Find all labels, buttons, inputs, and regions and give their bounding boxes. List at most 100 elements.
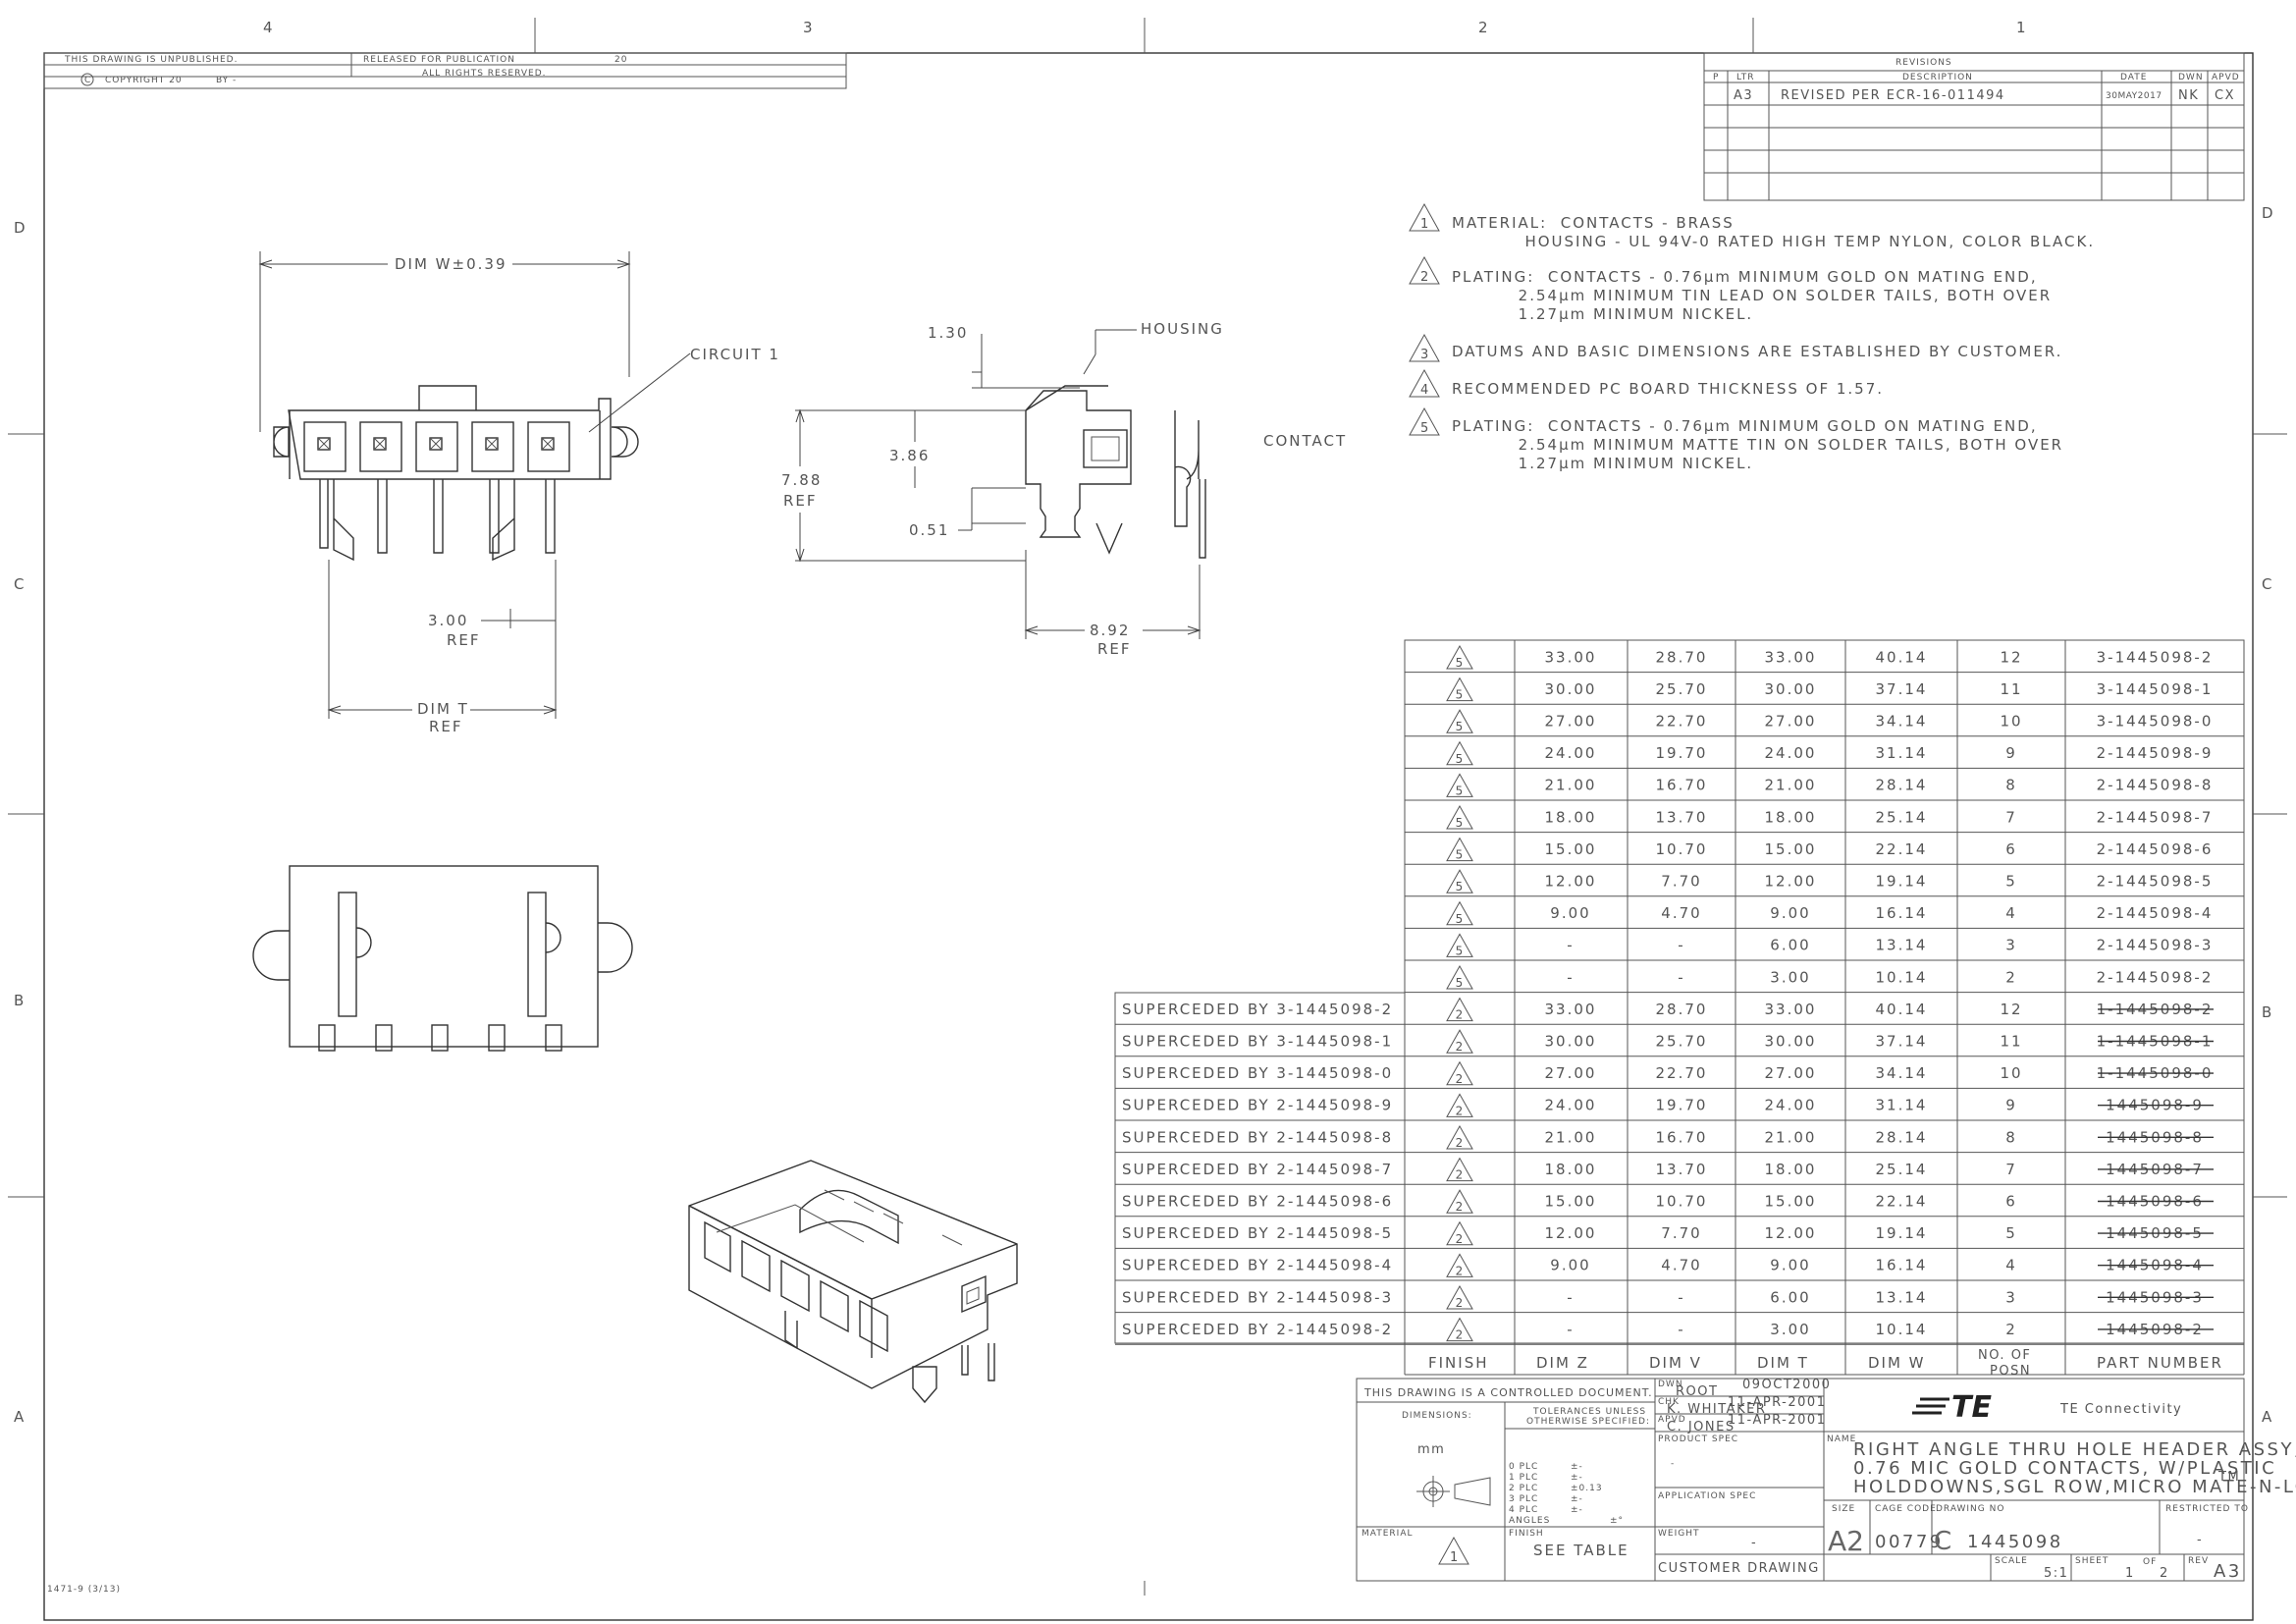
note-flag-2 xyxy=(1409,255,1440,285)
unpublished-notice: THIS DRAWING IS UNPUBLISHED. xyxy=(64,55,238,65)
size-value: A2 xyxy=(1828,1525,1864,1557)
table-cell-v: - xyxy=(1678,968,1684,986)
table-cell-w: 25.14 xyxy=(1876,808,1928,826)
rev-apvd: CX xyxy=(2215,88,2235,103)
table-header-dim-z: DIM Z xyxy=(1536,1354,1589,1372)
note-flag-3-num: 3 xyxy=(1420,348,1430,362)
table-cell-finish: 5 xyxy=(1456,848,1465,862)
finish-flag xyxy=(1446,709,1473,733)
product-spec-label: PRODUCT SPEC xyxy=(1658,1435,1738,1444)
note-flag-3 xyxy=(1409,333,1440,362)
table-cell-finish: 5 xyxy=(1456,944,1465,957)
material-label: MATERIAL xyxy=(1362,1529,1414,1539)
table-cell-part-number: 2-1445098-8 xyxy=(2097,777,2214,794)
isometric-view xyxy=(688,1160,1018,1404)
finish-flag xyxy=(1446,804,1473,830)
table-cell-t: 30.00 xyxy=(1765,680,1817,698)
scale-label: SCALE xyxy=(1995,1556,2028,1566)
finish-flag xyxy=(1446,773,1473,797)
finish-flag xyxy=(1446,964,1473,990)
table-cell-finish: 2 xyxy=(1456,1232,1465,1246)
form-id: 1471-9 (3/13) xyxy=(47,1585,121,1595)
rev-description: REVISED PER ECR-16-011494 xyxy=(1781,88,2005,103)
table-header-dim-t: DIM T xyxy=(1757,1354,1809,1372)
trademark: TM xyxy=(2217,1470,2240,1485)
table-cell-part-number: 2-1445098-7 xyxy=(2097,808,2214,826)
finish-flag xyxy=(1446,1317,1473,1342)
table-cell-v: 22.70 xyxy=(1656,713,1708,731)
table-cell-z: 9.00 xyxy=(1550,904,1590,922)
table-cell-z: 27.00 xyxy=(1545,1064,1597,1082)
table-cell-finish: 2 xyxy=(1456,1104,1465,1117)
table-cell-z: 21.00 xyxy=(1545,1128,1597,1146)
copyright-text: COPYRIGHT 20 xyxy=(105,76,183,85)
table-cell-z: 30.00 xyxy=(1545,1033,1597,1051)
table-cell-posn: 5 xyxy=(2005,873,2017,891)
finish-flag xyxy=(1446,1189,1473,1214)
table-cell-v: 7.70 xyxy=(1661,1224,1701,1242)
note-flag-4-num: 4 xyxy=(1420,383,1430,398)
note-flag-5 xyxy=(1409,406,1440,436)
tol-val-1: ±- xyxy=(1571,1473,1583,1483)
finish-flag xyxy=(1446,677,1473,702)
table-cell-z: 24.00 xyxy=(1545,744,1597,762)
table-cell-w: 22.14 xyxy=(1876,1193,1928,1211)
table-cell-t: 24.00 xyxy=(1765,744,1817,762)
table-cell-finish: 2 xyxy=(1456,1328,1465,1342)
table-cell-finish: 2 xyxy=(1456,1040,1465,1054)
table-cell-v: - xyxy=(1678,1321,1684,1338)
table-cell-t: 15.00 xyxy=(1765,840,1817,858)
tol-val-3: ±- xyxy=(1571,1494,1583,1504)
zone-row-b-right: B xyxy=(2262,1003,2273,1021)
table-cell-note: SUPERCEDED BY 2-1445098-4 xyxy=(1122,1257,1393,1274)
finish-flag xyxy=(1446,869,1473,893)
table-cell-t: 21.00 xyxy=(1765,1128,1817,1146)
projection-symbol xyxy=(1416,1476,1491,1507)
drawing-border xyxy=(8,18,2287,1621)
tol-plc-2: 2 PLC xyxy=(1509,1484,1538,1493)
dim-130-label: 1.30 xyxy=(928,324,968,342)
te-logo-text: TE xyxy=(1951,1390,1992,1425)
table-cell-z: 9.00 xyxy=(1550,1257,1590,1274)
table-cell-finish: 2 xyxy=(1456,1072,1465,1086)
tolerances-label-2: OTHERWISE SPECIFIED: xyxy=(1526,1417,1650,1427)
table-cell-v: 4.70 xyxy=(1661,904,1701,922)
table-cell-posn: 7 xyxy=(2005,1161,2017,1178)
size-label: SIZE xyxy=(1832,1504,1855,1514)
name-label: NAME xyxy=(1827,1435,1856,1444)
rev-value: A3 xyxy=(2214,1561,2242,1582)
rev-header-dwn: DWN xyxy=(2178,73,2204,82)
table-cell-z: 15.00 xyxy=(1545,840,1597,858)
contact-label: CONTACT xyxy=(1263,432,1347,450)
cage-code-value: 00779 xyxy=(1875,1532,1944,1552)
table-cell-t: 27.00 xyxy=(1765,713,1817,731)
table-cell-w: 40.14 xyxy=(1876,648,1928,666)
table-cell-finish: 2 xyxy=(1456,1136,1465,1150)
revisions-box xyxy=(1703,52,2245,201)
units-value: mm xyxy=(1417,1442,1445,1457)
table-cell-finish: 5 xyxy=(1456,976,1465,990)
material-note-num: 1 xyxy=(1450,1550,1460,1565)
table-cell-v: 28.70 xyxy=(1656,1001,1708,1018)
table-cell-posn: 10 xyxy=(2000,1064,2022,1082)
table-cell-finish: 2 xyxy=(1456,1296,1465,1310)
rev-header-p: P xyxy=(1713,73,1719,82)
table-cell-w: 40.14 xyxy=(1876,1001,1928,1018)
note-5-line-3: 1.27µm MINIMUM NICKEL. xyxy=(1452,455,1753,472)
tol-val-4: ±- xyxy=(1571,1505,1583,1515)
note-5: 5 PLATING: CONTACTS - 0.76µm MINIMUM GOL… xyxy=(1409,406,2061,472)
table-cell-finish: 5 xyxy=(1456,752,1465,766)
dim-t-label: DIM T xyxy=(417,700,469,718)
tol-plc-5: ANGLES xyxy=(1509,1516,1550,1526)
table-cell-v: 19.70 xyxy=(1656,1097,1708,1114)
table-cell-w: 13.14 xyxy=(1876,937,1928,954)
table-cell-w: 28.14 xyxy=(1876,1128,1928,1146)
table-cell-w: 16.14 xyxy=(1876,904,1928,922)
table-cell-v: 7.70 xyxy=(1661,873,1701,891)
note-4-line-1: RECOMMENDED PC BOARD THICKNESS OF 1.57. xyxy=(1452,380,1884,398)
name-line-2: 0.76 MIC GOLD CONTACTS, W/PLASTIC xyxy=(1853,1458,2276,1479)
table-cell-w: 28.14 xyxy=(1876,777,1928,794)
table-cell-part-number: 3-1445098-0 xyxy=(2097,713,2214,731)
table-cell-finish: 5 xyxy=(1456,688,1465,702)
